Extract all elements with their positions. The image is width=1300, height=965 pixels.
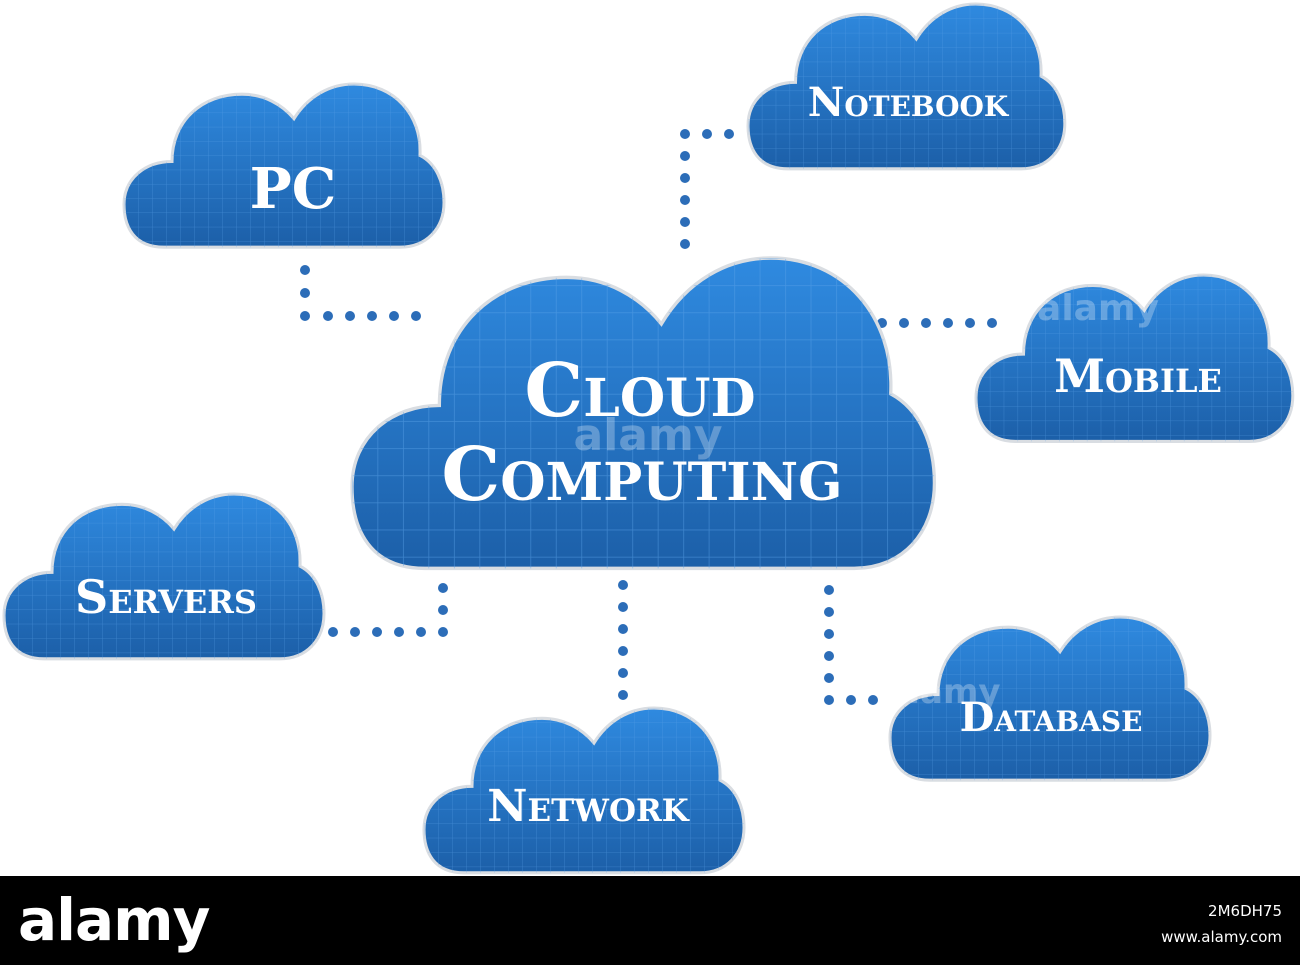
- node-label-servers: Servers: [75, 570, 257, 624]
- node-label-database: Database: [960, 694, 1143, 741]
- stock-footer-bar: alamy 2M6DH75 www.alamy.com: [0, 876, 1300, 965]
- site-url: www.alamy.com: [1161, 928, 1282, 946]
- connectors: [300, 129, 997, 705]
- watermark-center: alamy: [574, 410, 723, 461]
- node-label-notebook: Notebook: [808, 79, 1010, 126]
- node-label-network: Network: [487, 781, 689, 832]
- watermark-database: alamy: [885, 672, 1000, 712]
- connector-servers: [328, 583, 448, 637]
- connector-database: [824, 585, 878, 705]
- connector-network: [618, 580, 628, 700]
- image-id: 2M6DH75: [1208, 902, 1282, 920]
- connector-notebook: [680, 129, 734, 249]
- node-label-pc: PC: [250, 156, 337, 222]
- alamy-logo: alamy: [18, 886, 210, 954]
- footer-info: 2M6DH75 www.alamy.com: [1161, 898, 1282, 950]
- watermark-mobile: alamy: [1037, 288, 1159, 329]
- center-label-line1: Cloud: [524, 348, 755, 434]
- center-label-line2: Computing: [441, 432, 842, 518]
- connector-mobile: [877, 318, 997, 328]
- node-label-mobile: Mobile: [1054, 349, 1222, 403]
- connector-pc: [300, 265, 421, 321]
- cloud-computing-diagram: PC Notebook alamy Mobile Servers Network: [2, 2, 1295, 875]
